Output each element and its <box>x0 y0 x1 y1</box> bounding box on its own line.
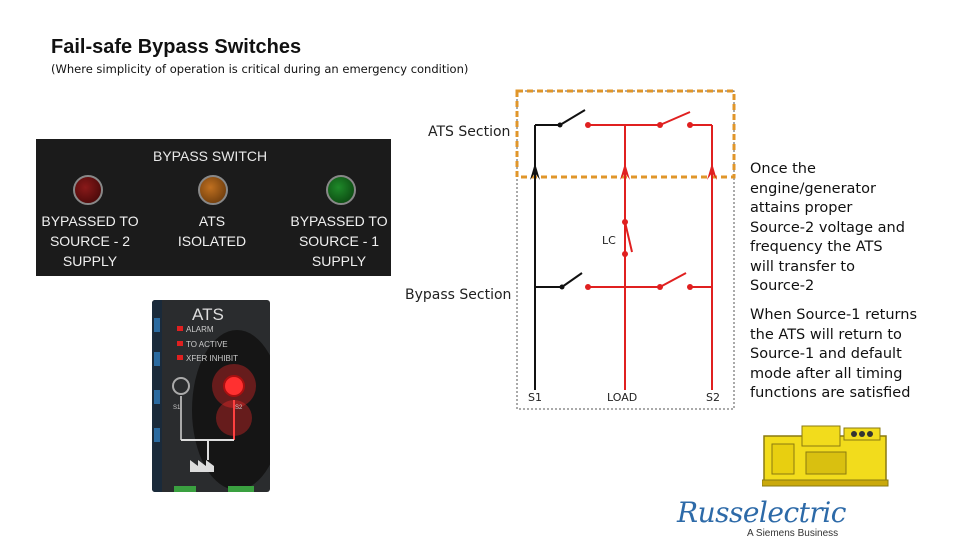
page-subtitle: (Where simplicity of operation is critic… <box>51 62 469 76</box>
note-transfer-to-source2: Once the engine/generator attains proper… <box>750 161 905 294</box>
generator-icon <box>762 425 889 487</box>
panel-title: BYPASS SWITCH <box>153 148 268 164</box>
controller-s2-label: S2 <box>235 405 243 411</box>
russelectric-logo: Russelectric <box>677 496 846 529</box>
ats-controller-graphic <box>152 300 270 492</box>
bypassed-source1-lamp-icon <box>326 175 356 205</box>
page-title: Fail-safe Bypass Switches <box>51 36 302 58</box>
bypass-switch-panel <box>36 139 391 276</box>
bypass-section-box <box>516 90 735 410</box>
s2-label: S2 <box>706 391 720 404</box>
ats-s1-contact <box>559 109 586 126</box>
lamp-label-bypassed-source1: BYPASSED TO SOURCE - 1 SUPPLY <box>290 213 388 269</box>
indicator-to-active: TO ACTIVE <box>186 340 228 349</box>
s2-drawout-icon <box>707 163 717 180</box>
ats-isolated-lamp-icon <box>198 175 228 205</box>
bypass-section-label: Bypass Section <box>405 287 512 303</box>
lc-label: LC <box>602 234 616 247</box>
lc-contact <box>624 221 633 253</box>
s1-label: S1 <box>528 391 542 404</box>
indicator-xfer-inhibit: XFER INHIBIT <box>186 354 239 363</box>
bypassed-source2-lamp-icon <box>73 175 103 205</box>
ats-section-label: ATS Section <box>428 124 511 140</box>
bypass-s2-contact <box>659 272 687 288</box>
xfer-inhibit-led-icon <box>177 355 183 360</box>
note-return-to-source1: When Source-1 returns the ATS will retur… <box>750 307 918 401</box>
indicator-alarm: ALARM <box>186 325 214 334</box>
ats-s2-contact <box>659 111 691 126</box>
alarm-led-icon <box>177 326 183 331</box>
s1-drawout-icon <box>530 163 540 180</box>
lamp-label-bypassed-source2: BYPASSED TO SOURCE - 2 SUPPLY <box>41 213 139 269</box>
lamp-label-ats-isolated: ATS ISOLATED <box>177 213 247 249</box>
logo-tagline: A Siemens Business <box>747 528 839 539</box>
controller-title: ATS <box>192 305 224 324</box>
bypass-s1-contact <box>561 272 583 288</box>
controller-s1-label: S1 <box>173 405 181 411</box>
load-drawout-icon <box>620 163 630 180</box>
to-active-led-icon <box>177 341 183 346</box>
load-label: LOAD <box>607 391 638 404</box>
ats-controller-image <box>152 300 270 492</box>
